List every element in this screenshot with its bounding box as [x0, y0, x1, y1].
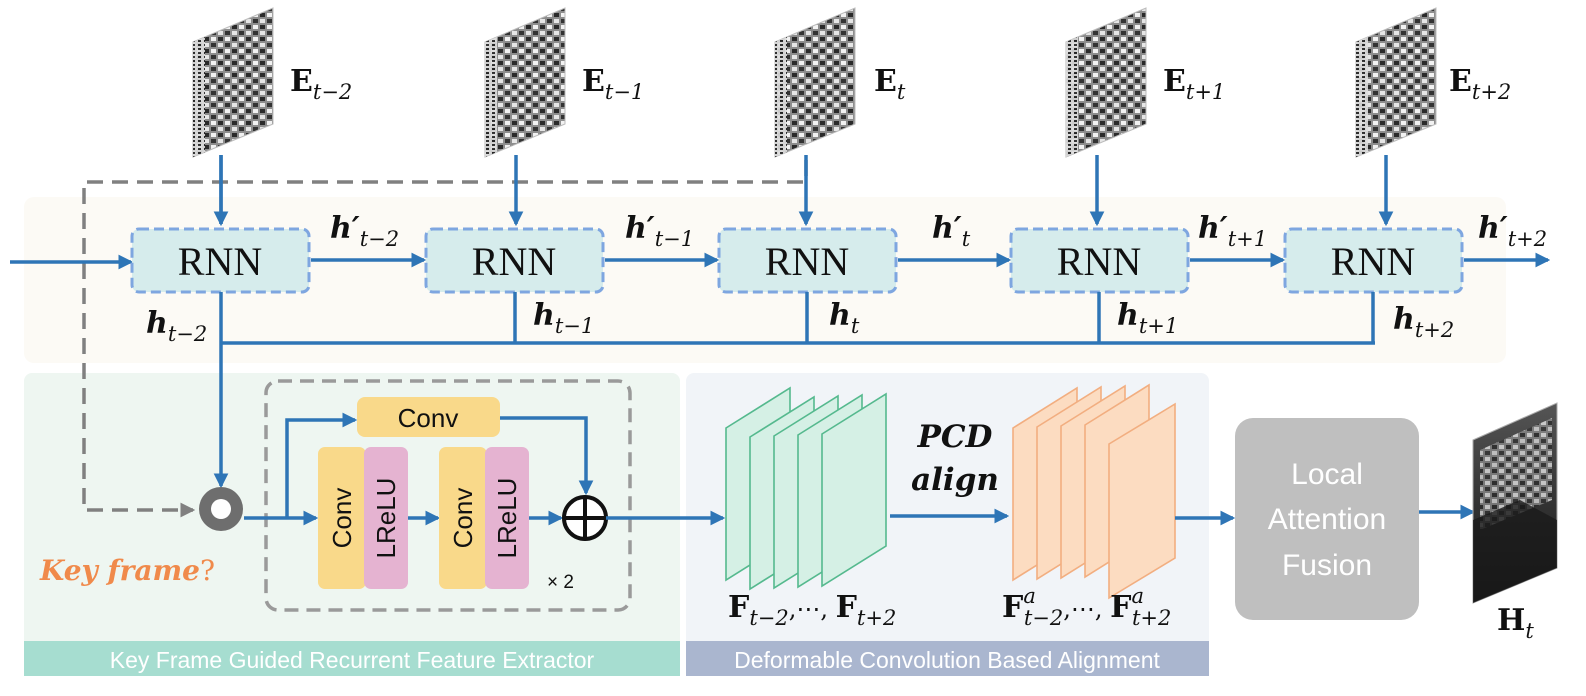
fusion-line3: Fusion — [1282, 549, 1372, 582]
input-feature-map-2 — [774, 7, 856, 158]
key-frame-label: Key frame? — [39, 554, 215, 587]
input-label-4: Et+2 — [1449, 64, 1511, 104]
input-feature-map-1 — [484, 7, 566, 158]
conv2-label: Conv — [448, 488, 478, 549]
input-label-1: Et−1 — [582, 64, 644, 104]
lrelu1-block — [364, 447, 408, 589]
pcd-align-line1: PCD — [917, 419, 993, 455]
sum-node — [562, 495, 608, 541]
hidden-state-label-4: ht+2 — [1393, 302, 1454, 342]
extractor-title-bar — [24, 641, 680, 676]
top-conv-block — [357, 397, 500, 437]
conv1-label: Conv — [327, 488, 357, 549]
input-label-2: Et — [874, 64, 906, 104]
forward-state-label-4: h′t+2 — [1478, 211, 1547, 251]
alignment-title: Deformable Convolution Based Alignment — [734, 647, 1160, 673]
lrelu2-block — [485, 447, 529, 589]
hidden-state-label-1: ht−1 — [533, 298, 594, 338]
output-label: Ht — [1497, 603, 1534, 643]
conv2-block — [439, 447, 487, 589]
rnn-cell-1-label: RNN — [472, 239, 556, 284]
hidden-state-bus — [219, 292, 1375, 345]
lrelu2-label: LReLU — [492, 478, 522, 559]
pcd-align-line2: align — [911, 462, 999, 498]
output-feature-map — [1472, 402, 1558, 604]
features-label: Ft−2,⋯, Ft+2 — [728, 590, 896, 630]
top-conv-label: Conv — [398, 403, 459, 433]
extractor-title: Key Frame Guided Recurrent Feature Extra… — [110, 647, 595, 673]
forward-state-label-1: h′t−1 — [625, 211, 694, 251]
residual-block-frame — [264, 379, 632, 612]
input-label-0: Et−2 — [290, 64, 352, 104]
input-feature-map-3 — [1065, 7, 1147, 158]
feature-stack — [725, 386, 887, 591]
rnn-cell-2-label: RNN — [765, 239, 849, 284]
rnn-cell-3-label: RNN — [1057, 239, 1141, 284]
repeat-label: × 2 — [547, 572, 574, 593]
forward-state-label-3: h′t+1 — [1198, 211, 1267, 251]
input-feature-map-0 — [192, 7, 274, 158]
key-frame-selector-hole — [211, 499, 231, 519]
fusion-line2: Attention — [1268, 503, 1386, 536]
aligned-feature-stack — [1012, 383, 1176, 600]
skip-path-arrow — [285, 412, 358, 518]
fusion-line1: Local — [1291, 458, 1363, 491]
forward-state-label-2: h′t — [932, 211, 971, 251]
local-attention-fusion-block — [1235, 418, 1419, 620]
hidden-state-label-2: ht — [829, 298, 860, 338]
lrelu1-label: LReLU — [371, 478, 401, 559]
rnn-cell-4-label: RNN — [1331, 239, 1415, 284]
hidden-state-label-0: ht−2 — [146, 306, 207, 346]
conv1-block — [318, 447, 366, 589]
top-conv-out-arrow — [500, 416, 594, 496]
forward-state-label-0: h′t−2 — [330, 211, 399, 251]
hidden-state-label-3: ht+1 — [1117, 298, 1178, 338]
rnn-cell-0-label: RNN — [178, 239, 262, 284]
alignment-title-bar — [686, 641, 1209, 676]
input-label-3: Et+1 — [1163, 64, 1225, 104]
input-feature-map-4 — [1355, 7, 1437, 158]
